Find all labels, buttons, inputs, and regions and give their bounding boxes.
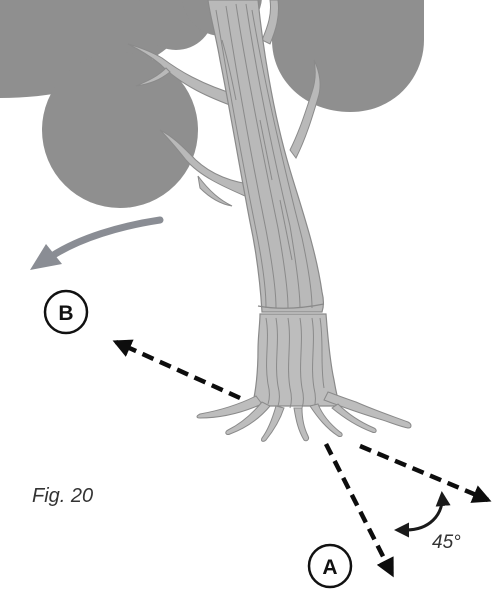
curved-arrow-icon bbox=[30, 220, 160, 270]
label-a-text: A bbox=[322, 556, 337, 579]
swing-arrow-head bbox=[30, 244, 62, 270]
tree-stump bbox=[197, 314, 411, 441]
swing-arrow-shaft bbox=[52, 220, 160, 256]
dashed-arrow-right bbox=[360, 446, 488, 500]
angle-label: 45° bbox=[432, 532, 461, 553]
root-center bbox=[294, 408, 309, 441]
label-b-text: B bbox=[58, 302, 73, 325]
canopy-right-blob bbox=[272, 0, 424, 112]
label-a-badge: A bbox=[309, 545, 351, 587]
stump-body bbox=[252, 314, 340, 406]
curved-double-arrow-icon bbox=[406, 494, 442, 530]
figure-caption: Fig. 20 bbox=[32, 485, 93, 507]
label-b-badge: B bbox=[45, 291, 87, 333]
angle-arc bbox=[406, 494, 442, 530]
dashed-arrow-b bbox=[116, 342, 240, 398]
